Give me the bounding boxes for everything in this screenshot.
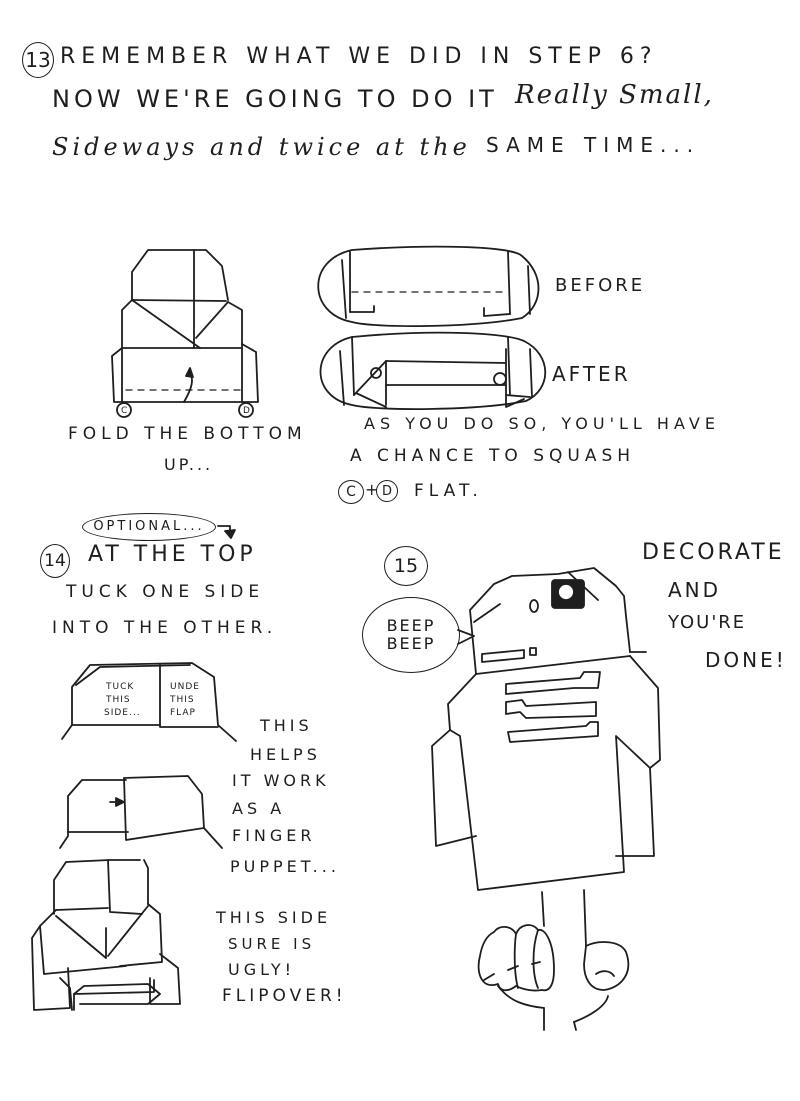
speech-line-2: BEEP	[386, 634, 436, 653]
squash-line-1: AS YOU DO SO, YOU'LL HAVE	[364, 414, 720, 433]
step-14-line-1: AT THE TOP	[88, 542, 257, 567]
tuck-diagram: TUCK THIS SIDE... UNDE THIS FLAP	[61, 662, 237, 742]
back-side-diagram	[31, 859, 181, 1011]
tucked-diagram	[59, 775, 223, 849]
squash-line-2: A CHANCE TO SQUASH	[350, 446, 636, 466]
squash-c-circle: C	[338, 480, 364, 504]
optional-arrow-icon	[217, 525, 236, 539]
after-diagram	[319, 331, 547, 410]
step-14-number: 14	[40, 544, 70, 578]
svg-text:UNDE: UNDE	[170, 682, 200, 692]
after-label: AFTER	[552, 362, 631, 386]
svg-text:TUCK: TUCK	[105, 682, 134, 692]
svg-text:THIS: THIS	[169, 695, 195, 705]
helps-text-5: PUPPET...	[230, 857, 340, 876]
fold-caption-line-2: UP...	[164, 455, 214, 474]
decorate-text-1: AND	[668, 578, 722, 602]
step-14-line-2: TUCK ONE SIDE	[66, 582, 265, 602]
before-diagram	[317, 245, 540, 327]
decorate-text-3: DONE!	[705, 648, 787, 672]
svg-text:THIS: THIS	[105, 695, 131, 705]
helps-text-0: THIS	[260, 716, 313, 735]
ugly-text-2: UGLY!	[228, 960, 296, 979]
step-14-line-3: INTO THE OTHER.	[52, 618, 278, 638]
decorate-text-2: YOU'RE	[668, 612, 747, 633]
svg-text:FLAP: FLAP	[170, 708, 196, 718]
helps-text-4: FINGER	[232, 826, 316, 845]
svg-text:SIDE...: SIDE...	[104, 708, 141, 718]
before-label: BEFORE	[555, 275, 646, 296]
beep-speech-bubble: BEEP BEEP	[362, 597, 460, 673]
ugly-text-3: FLIPOVER!	[222, 986, 347, 1006]
step-13-line-2-caps: NOW WE'RE GOING TO DO IT	[52, 85, 498, 113]
step-13-line-3-script: Sideways and twice at the	[52, 133, 471, 161]
squash-d-circle: D	[376, 480, 398, 502]
squash-plus: +	[365, 480, 383, 499]
fold-caption-line-1: FOLD THE BOTTOM	[68, 424, 307, 444]
label-d: D	[243, 406, 251, 416]
decorate-text-0: DECORATE	[642, 540, 785, 565]
step-13-line-1: REMEMBER WHAT WE DID IN STEP 6?	[60, 44, 658, 69]
speech-line-1: BEEP	[386, 616, 436, 636]
r2d2-puppet-drawing	[431, 567, 661, 1031]
step-15-number: 15	[384, 546, 428, 586]
label-c: C	[121, 406, 128, 416]
ugly-text-1: SURE IS	[228, 935, 316, 953]
helps-text-1: HELPS	[250, 745, 321, 764]
ugly-text-0: THIS SIDE	[216, 908, 332, 927]
helps-text-3: AS A	[232, 799, 286, 818]
step-13-line-3-caps: SAME TIME...	[486, 133, 701, 157]
helps-text-2: IT WORK	[232, 771, 330, 790]
squash-flat: FLAT.	[414, 481, 483, 501]
optional-label: OPTIONAL...	[82, 513, 216, 541]
fold-bottom-diagram: C D	[111, 249, 259, 418]
step-13-number: 13	[22, 42, 54, 78]
step-13-line-2-script: Really Small,	[515, 80, 714, 110]
